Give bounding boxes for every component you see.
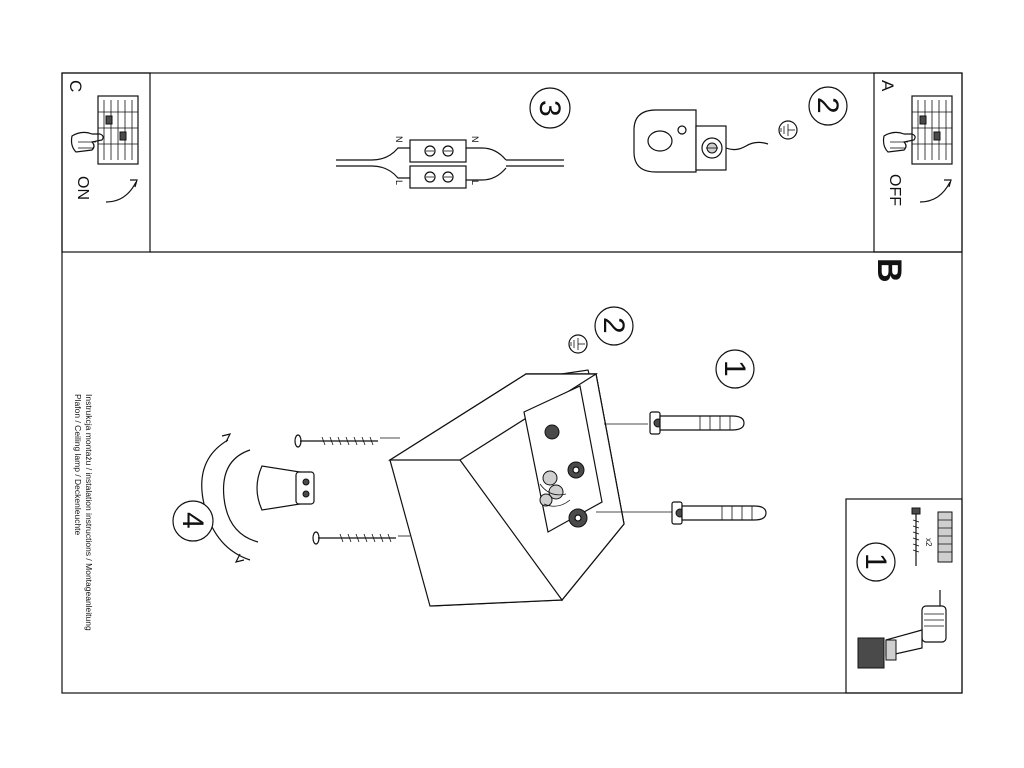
turn-arrow-icon	[105, 181, 137, 203]
step-1-tools-badge	[856, 542, 896, 582]
turn-arrow-icon	[919, 181, 951, 203]
wall-plug-right-bottom	[671, 501, 767, 525]
step-4-badge	[172, 500, 214, 542]
outer-frame	[61, 72, 963, 694]
step-3-number: 3	[533, 100, 566, 117]
step-2-main-badge	[594, 306, 634, 346]
caption-line-1: Instrukcja montażu / instalation instruc…	[84, 394, 94, 631]
inner-terminal	[539, 424, 588, 528]
panel-a-letter: A	[878, 80, 897, 92]
ground-symbol-icon	[778, 120, 798, 140]
quantity-label: x2	[924, 538, 933, 547]
lamp-cube-body	[387, 373, 625, 607]
panel-a: A OFF	[873, 72, 963, 253]
step-2-number: 2	[811, 97, 844, 114]
step-1-number: 1	[718, 360, 751, 377]
step-1-badge	[715, 349, 755, 389]
terminal-block	[409, 139, 467, 189]
step-2-main-number: 2	[597, 317, 630, 334]
step-4-number: 4	[176, 512, 209, 529]
main-assembly: 1 2	[172, 306, 767, 607]
panel-a-state: OFF	[886, 174, 903, 206]
screw-left-bottom	[312, 531, 396, 545]
terminal-n-left: N	[394, 136, 404, 143]
wall-plug-right-top	[649, 411, 745, 435]
terminal-l-left: L	[394, 180, 404, 185]
wall-plug-icon	[937, 511, 953, 563]
caption-line-2: Plafon / Ceiling lamp / Deckenleuchte	[73, 394, 83, 536]
fuse-box-icon	[97, 95, 139, 165]
panel-b-letter: B	[870, 258, 908, 283]
terminal-l-right: L	[470, 180, 480, 185]
terminal-n-right: N	[470, 136, 480, 143]
step-2-ground: 2	[633, 86, 848, 173]
panel-c-state: ON	[74, 176, 91, 200]
step-2-badge	[808, 86, 848, 126]
step-1-tools-number: 1	[859, 553, 892, 570]
hand-icon	[70, 131, 104, 153]
hand-icon	[882, 131, 916, 153]
fuse-box-icon	[911, 95, 953, 165]
screw-left-top	[294, 434, 378, 448]
panel-c-letter: C	[66, 80, 85, 92]
ground-symbol-icon	[568, 334, 588, 354]
step-3-badge	[529, 87, 571, 129]
drill-icon	[857, 590, 947, 669]
gu10-bulb	[201, 433, 315, 563]
step-3-wiring: 3 N L N L	[336, 87, 571, 189]
panel-c: C ON	[61, 72, 151, 253]
panel-tools: 1 x2	[845, 498, 963, 694]
screw-icon	[911, 507, 921, 566]
